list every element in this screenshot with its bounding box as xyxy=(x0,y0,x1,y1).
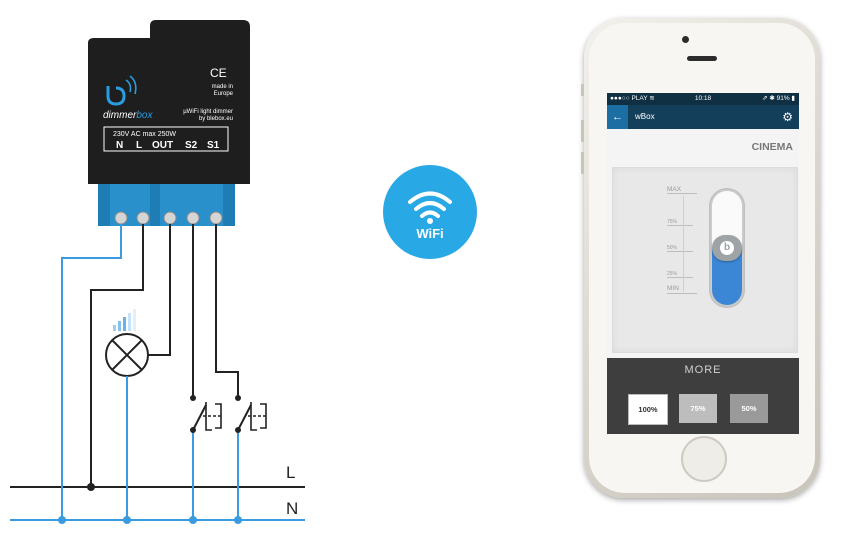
lamp-icon xyxy=(105,333,149,377)
slider-panel: MAX 75% 50% 25% MIN xyxy=(612,167,798,353)
rating: 230V AC max 250W xyxy=(113,131,176,138)
terminal-label-box xyxy=(103,126,229,152)
wifi-icon xyxy=(408,191,452,224)
mute-switch[interactable] xyxy=(581,84,584,96)
scale-tick xyxy=(667,225,693,226)
push-button-s1-icon xyxy=(235,395,267,433)
wire-s1 xyxy=(215,224,239,398)
terminal-n: N xyxy=(116,140,123,151)
brand-name: dimmerbox xyxy=(103,110,153,121)
terminal-s1: S1 xyxy=(207,140,220,151)
brightness-slider[interactable]: b xyxy=(709,188,745,308)
scale-75: 75% xyxy=(667,219,678,225)
scale-tick xyxy=(667,293,697,294)
wifi-label: WiFi xyxy=(416,226,444,241)
maker: by blebox.eu xyxy=(199,116,233,122)
dimmer-card: CINEMA MAX 75% 50% 25% MIN b xyxy=(607,129,799,358)
terminal-out: OUT xyxy=(152,140,173,151)
app-bar: ← wBox ⚙ xyxy=(607,105,799,129)
junction-dots xyxy=(58,483,242,524)
earpiece-speaker xyxy=(687,56,717,61)
wire-l xyxy=(90,224,144,487)
product-line: µWiFi light dimmer xyxy=(183,109,233,115)
line-n-label: N xyxy=(286,499,298,518)
preset-100-button[interactable]: 100% xyxy=(628,394,668,425)
carrier: ●●●○○ PLAY ≋ xyxy=(610,95,655,102)
gear-icon[interactable]: ⚙ xyxy=(782,110,793,124)
scale-25: 25% xyxy=(667,271,678,277)
dimmer-module-body xyxy=(88,20,250,184)
more-section: MORE 100% 75% 50% xyxy=(607,358,799,434)
scale-axis xyxy=(683,196,684,292)
scale-50: 50% xyxy=(667,245,678,251)
terminal-s2: S2 xyxy=(185,140,198,151)
scale-min: MIN xyxy=(667,285,679,292)
status-bar: ●●●○○ PLAY ≋ 10:18 ⇗ ✱ 91% ▮ xyxy=(607,93,799,105)
preset-75-button[interactable]: 75% xyxy=(679,394,717,423)
front-camera xyxy=(682,36,689,43)
more-label: MORE xyxy=(684,364,722,376)
scale-tick xyxy=(667,251,693,252)
home-button[interactable] xyxy=(681,436,727,482)
ce-mark: CE xyxy=(210,66,227,80)
preset-50-button[interactable]: 50% xyxy=(730,394,768,423)
made-in-line2: Europe xyxy=(214,91,234,97)
scale-max: MAX xyxy=(667,186,682,193)
volume-up-button[interactable] xyxy=(581,120,584,142)
made-in-line1: made in xyxy=(212,84,233,90)
volume-down-button[interactable] xyxy=(581,152,584,174)
phone-screen: ●●●○○ PLAY ≋ 10:18 ⇗ ✱ 91% ▮ ← wBox ⚙ CI… xyxy=(607,93,799,434)
wifi-badge: WiFi xyxy=(383,165,477,259)
wire-out xyxy=(148,224,171,356)
line-l-label: L xyxy=(286,463,295,482)
wire-n xyxy=(61,224,122,520)
dimming-level-icon xyxy=(113,309,136,331)
status-time: 10:18 xyxy=(694,95,712,102)
app-title: wBox xyxy=(635,112,655,121)
blebox-knob-icon: b xyxy=(720,241,734,255)
terminal-l: L xyxy=(136,140,142,151)
push-button-s2-icon xyxy=(190,395,222,433)
scale-tick xyxy=(667,277,693,278)
scale-tick xyxy=(667,193,697,194)
card-title: CINEMA xyxy=(751,141,793,153)
blebox-logo xyxy=(106,75,137,106)
battery: ⇗ ✱ 91% ▮ xyxy=(762,95,795,102)
arrow-left-icon[interactable]: ← xyxy=(607,105,628,129)
slider-knob[interactable]: b xyxy=(712,235,742,261)
